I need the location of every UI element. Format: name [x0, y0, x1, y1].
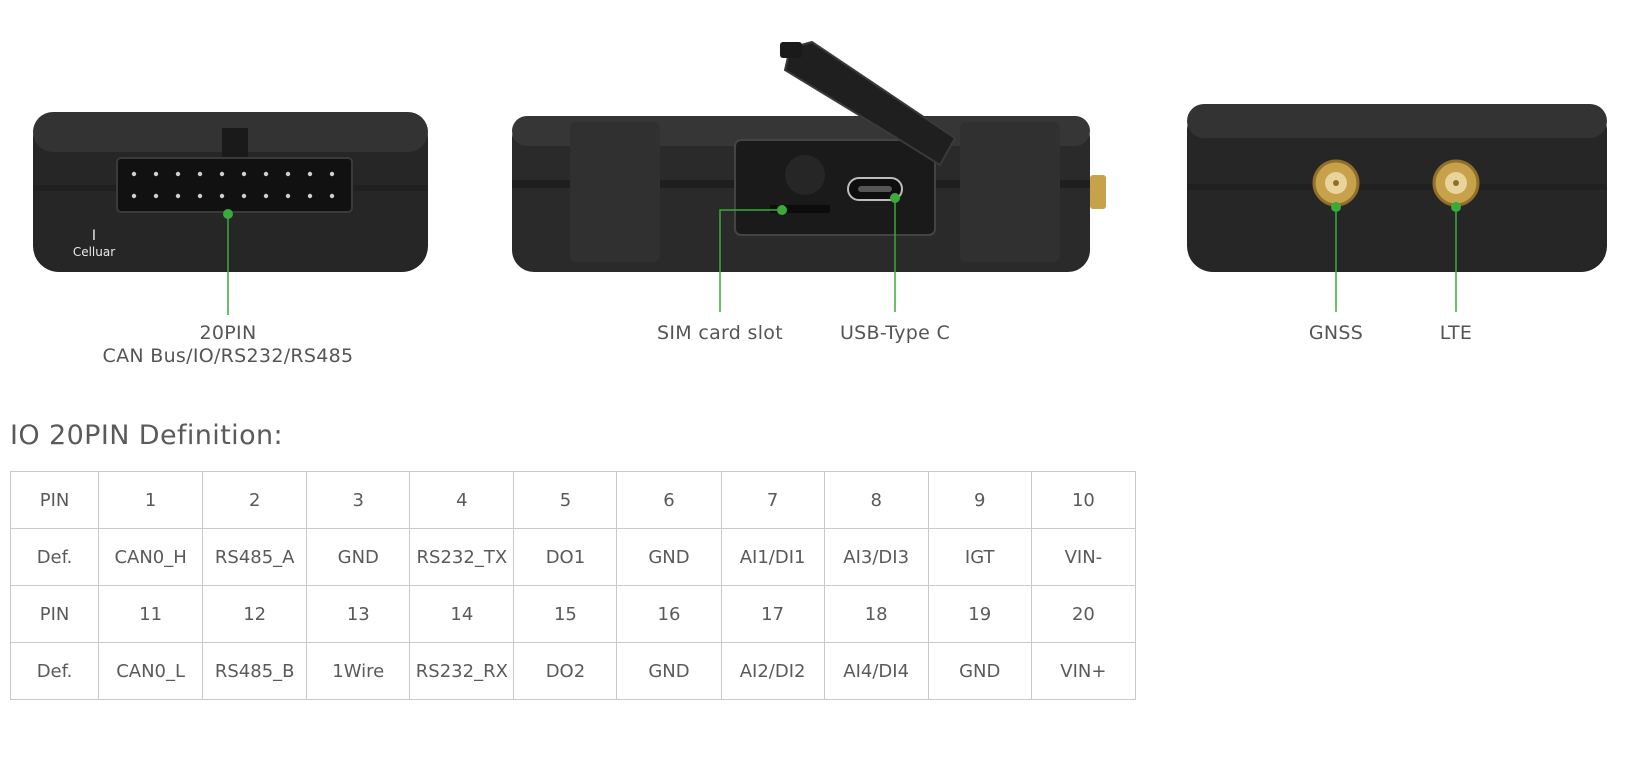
table-cell: 15 [513, 585, 618, 643]
table-cell: AI4/DI4 [823, 642, 929, 700]
connector-pin [285, 171, 291, 177]
20pin-connector [116, 157, 353, 213]
table-cell: GND [616, 642, 722, 700]
table-cell: 18 [823, 585, 929, 643]
pin-definition-title: IO 20PIN Definition: [10, 420, 284, 451]
table-cell: 11 [98, 585, 204, 643]
table-cell: 19 [927, 585, 1032, 643]
callout-label-lte: LTE [1439, 322, 1473, 344]
table-cell: DO1 [513, 528, 618, 586]
connector-pin [329, 193, 335, 199]
table-cell: 12 [202, 585, 308, 643]
connector-pin [131, 171, 137, 177]
table-cell: AI1/DI1 [720, 528, 825, 586]
table-cell: GND [927, 642, 1032, 700]
table-cell: 7 [720, 471, 825, 529]
connector-pin [307, 193, 313, 199]
sim-slot [770, 205, 830, 213]
table-cell: 17 [720, 585, 825, 643]
connector-pin [131, 193, 137, 199]
connector-pin [175, 171, 181, 177]
table-cell: 14 [409, 585, 515, 643]
connector-pin [219, 171, 225, 177]
table-cell: 6 [616, 471, 722, 529]
table-cell: 13 [306, 585, 411, 643]
connector-pin [197, 193, 203, 199]
table-cell: RS232_TX [409, 528, 515, 586]
connector-pin [153, 171, 159, 177]
table-cell: CAN0_L [98, 642, 204, 700]
device-illustrations: I Celluar [33, 40, 1607, 315]
table-cell: AI3/DI3 [823, 528, 929, 586]
table-cell: DO2 [513, 642, 618, 700]
connector-pin [153, 193, 159, 199]
table-cell: IGT [927, 528, 1032, 586]
callout-label-usb: USB-Type C [839, 322, 951, 344]
connector-pin [285, 193, 291, 199]
table-cell: 3 [306, 471, 411, 529]
connector-pin [307, 171, 313, 177]
callout-dot-sim [777, 205, 787, 215]
device-back-view [1187, 104, 1607, 272]
table-cell: 16 [616, 585, 722, 643]
connector-pin [241, 193, 247, 199]
cellular-indicator: I [92, 228, 96, 244]
callout-label-20pin-line2: CAN Bus/IO/RS232/RS485 [102, 345, 354, 367]
connector-pin [263, 193, 269, 199]
table-cell: VIN- [1030, 528, 1137, 586]
table-cell: 1Wire [306, 642, 411, 700]
connector-pin [219, 193, 225, 199]
table-cell: 2 [202, 471, 308, 529]
table-row-header: PIN [9, 471, 100, 529]
connector-pin [175, 193, 181, 199]
table-cell: AI2/DI2 [720, 642, 825, 700]
callout-dot-usb [890, 193, 900, 203]
connector-pin [197, 171, 203, 177]
callout-label-20pin: 20PIN CAN Bus/IO/RS232/RS485 [78, 322, 378, 368]
table-cell: RS485_A [202, 528, 308, 586]
callout-label-gnss: GNSS [1308, 322, 1364, 344]
table-row-header: Def. [9, 528, 100, 586]
table-cell: CAN0_H [98, 528, 204, 586]
table-row-header: Def. [9, 642, 100, 700]
device-views: I Celluar [0, 0, 1640, 380]
connector-pin [241, 171, 247, 177]
table-cell: 4 [409, 471, 515, 529]
table-cell: GND [306, 528, 411, 586]
table-cell: 8 [823, 471, 929, 529]
table-cell: RS485_B [202, 642, 308, 700]
table-cell: GND [616, 528, 722, 586]
cellular-mark: Celluar [73, 245, 115, 259]
table-cell: VIN+ [1030, 642, 1137, 700]
table-cell: 9 [927, 471, 1032, 529]
device-front-view: I Celluar [33, 112, 428, 272]
table-cell: 10 [1030, 471, 1137, 529]
callout-dot-20pin [223, 209, 233, 219]
table-cell: 20 [1030, 585, 1137, 643]
connector-pin [263, 171, 269, 177]
table-cell: RS232_RX [409, 642, 515, 700]
callout-dot-lte [1451, 202, 1461, 212]
connector-pin [329, 171, 335, 177]
table-cell: 1 [98, 471, 204, 529]
callout-line-sim [719, 209, 782, 312]
device-side-view [512, 40, 1106, 272]
callout-label-20pin-line1: 20PIN [199, 322, 257, 344]
callout-label-sim: SIM card slot [657, 322, 783, 344]
table-cell: 5 [513, 471, 618, 529]
table-row-header: PIN [9, 585, 100, 643]
callout-dot-gnss [1331, 202, 1341, 212]
